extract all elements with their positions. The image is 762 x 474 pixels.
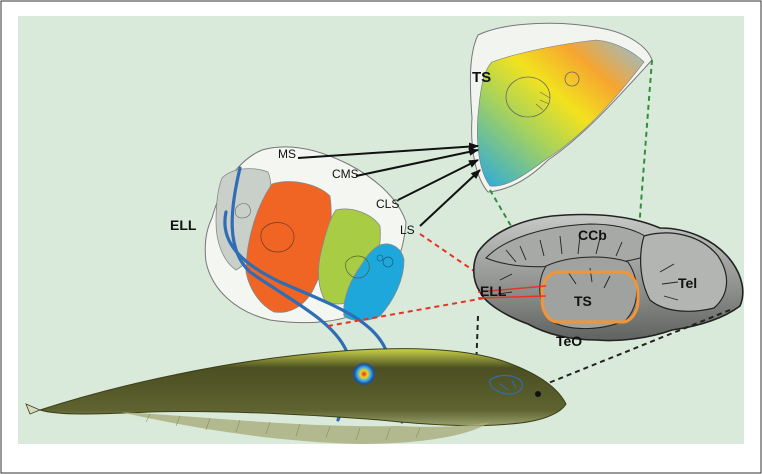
teo-label: TeO [556, 333, 582, 349]
ell-brain-label: ELL [480, 283, 507, 299]
ts-section-enlarged: TS [469, 22, 653, 193]
projection-arrow-icon-ls [419, 169, 481, 227]
brain-illustration: CCb Tel ELL TS TeO [472, 213, 744, 349]
tel-label: Tel [678, 275, 697, 291]
projection-arrow-icon-cms [355, 147, 479, 177]
ell-segments [204, 146, 407, 324]
red-dash-bottom [327, 295, 497, 327]
ts-highlight-outline [540, 270, 640, 324]
concentric-target-icon [352, 362, 376, 386]
black-dash-right [535, 309, 731, 389]
projection-arrows [297, 142, 481, 227]
cls-label: CLS [376, 197, 399, 211]
ccb-label: CCb [578, 227, 607, 243]
projection-arrow-icon-cls [397, 159, 479, 201]
ell-left-label: ELL [170, 217, 197, 233]
ls-label: LS [400, 223, 415, 237]
ts-brain-label: TS [574, 293, 592, 309]
electric-fish [25, 348, 567, 444]
projection-arrow-icon-ms [297, 142, 479, 159]
ms-label: MS [278, 147, 296, 161]
cms-label: CMS [332, 167, 359, 181]
ts-top-label: TS [472, 69, 491, 86]
